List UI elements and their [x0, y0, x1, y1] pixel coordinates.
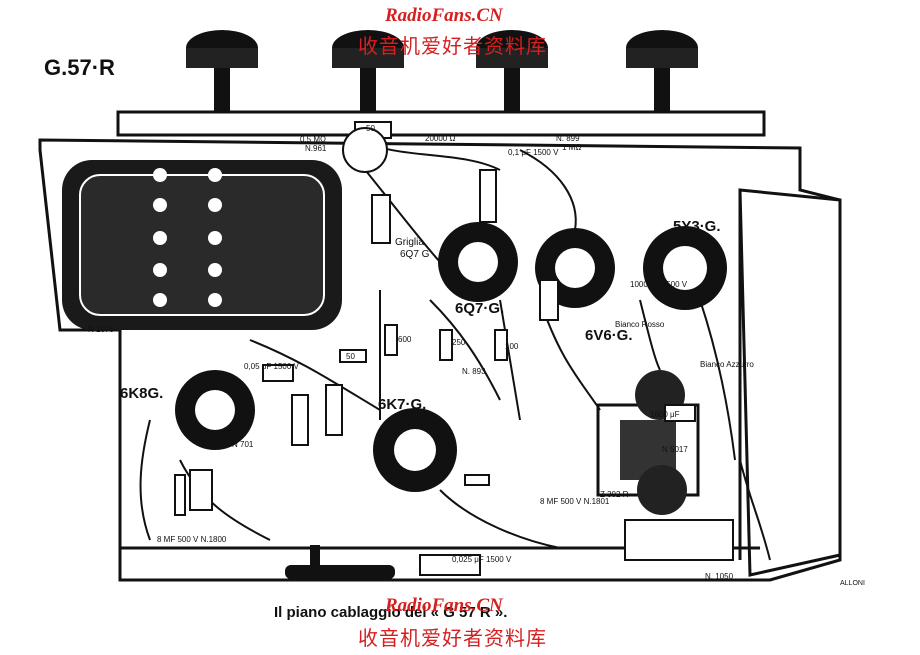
- tube-label-6v6: 6V6·G.: [585, 327, 633, 344]
- artist-credit: ALLONI: [840, 580, 865, 587]
- knob-4: [626, 30, 698, 112]
- resistors: [174, 121, 508, 516]
- knob-1: [186, 30, 258, 112]
- socket-6q7: [438, 222, 518, 302]
- watermark-site-top: RadioFans.CN: [385, 5, 503, 26]
- pot-number: N.961: [305, 144, 327, 153]
- cap-01: 0,1 μF 1500 V: [508, 148, 559, 157]
- tube-label-5y3: 5Y3·G.: [673, 218, 721, 235]
- watermark-chinese-bottom: 收音机爱好者资料库: [358, 626, 547, 650]
- variable-capacitor: [62, 160, 342, 330]
- griglia-label: Griglia: [395, 237, 424, 248]
- socket-6k7: [373, 408, 457, 492]
- n701-label: N 701: [232, 440, 254, 449]
- socket-5y3: [643, 226, 727, 310]
- tube-label-6q7: 6Q7·G.: [455, 300, 505, 317]
- pot-value: 0,5 MΩ: [300, 135, 326, 144]
- z302r-label: Z 302 R: [600, 490, 629, 499]
- cap-1000: 1000 μF 1500 V: [630, 280, 688, 289]
- watermark-site-bottom: RadioFans.CN: [385, 595, 503, 616]
- diagram-caption: Il piano cablaggio del « G 57 R ».: [274, 604, 508, 621]
- cap-005: 0,05 μF 1500 V: [244, 362, 299, 371]
- n893-label: N. 893: [462, 367, 486, 376]
- resistor-600: 600: [398, 335, 412, 344]
- cap-8mf-b: 8 MF 500 V N.1801: [540, 497, 610, 506]
- cap-1600: 1600 μF: [650, 410, 680, 419]
- resistor-20000: 20000 Ω: [425, 134, 456, 143]
- capacitors: [189, 169, 696, 576]
- knob-2: [332, 30, 404, 112]
- knob-3: [476, 30, 548, 112]
- tube-label-6k7: 6K7·G.: [378, 396, 427, 413]
- resistor-50-mid: 50: [346, 352, 355, 361]
- potentiometer: [342, 127, 388, 173]
- cap-0025: 0,025 μF 1500 V: [452, 555, 512, 564]
- n1070-label: N 1070: [88, 325, 114, 334]
- terminal-strip: [624, 519, 734, 561]
- bottom-bracket: [285, 545, 395, 579]
- coil-round-2: [637, 465, 687, 515]
- bianco-azzurro-label: Bianco Azzurro: [700, 360, 754, 369]
- cap-8mf: 8 MF 500 V N.1800: [157, 535, 227, 544]
- n899-value: 1 MΩ: [562, 143, 582, 152]
- model-label: G.57·R: [44, 55, 115, 80]
- resistor-50-top: 50: [366, 124, 375, 133]
- resistor-100: 100: [505, 342, 519, 351]
- resistor-250: 250: [452, 338, 466, 347]
- griglia-tube-label: 6Q7 G: [400, 249, 430, 260]
- watermark-chinese-top: 收音机爱好者资料库: [358, 34, 547, 58]
- n5017-label: N 5017: [662, 445, 688, 454]
- n899-label: N. 899: [556, 134, 580, 143]
- socket-6k8: [175, 370, 255, 450]
- tube-label-6k8: 6K8G.: [120, 385, 164, 402]
- bianco-rosso-label: Bianco Rosso: [615, 320, 665, 329]
- n1050-label: N. 1050: [705, 572, 734, 581]
